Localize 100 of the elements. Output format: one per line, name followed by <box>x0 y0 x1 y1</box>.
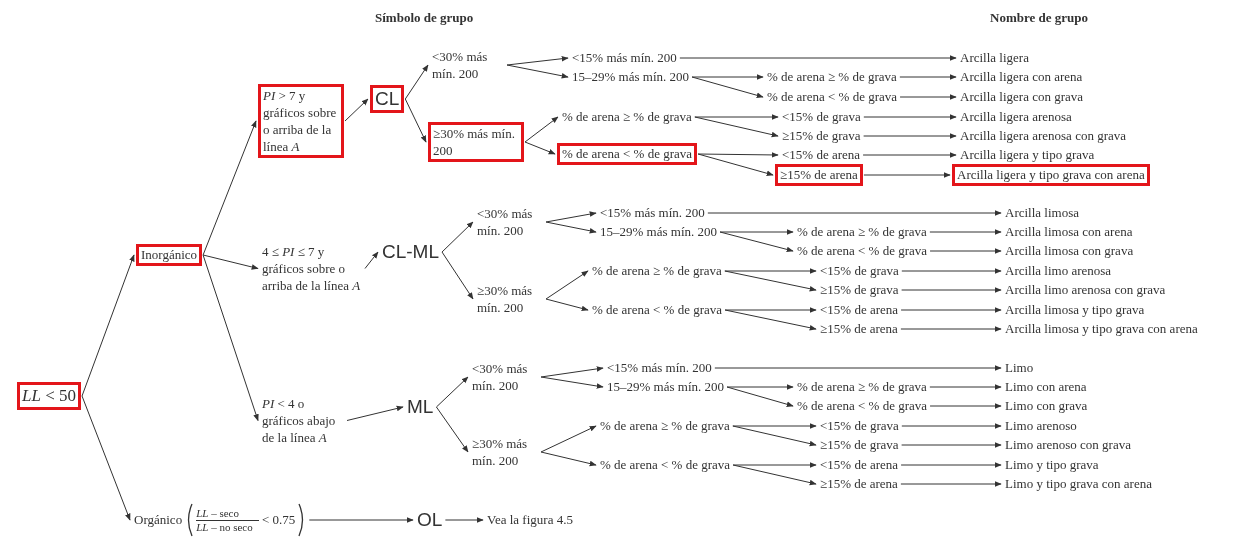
highlighted-condition-text-box: % de arena < % de grava <box>557 143 698 165</box>
arrow <box>540 366 604 378</box>
arrow <box>81 254 135 397</box>
arrow <box>863 133 957 139</box>
arrow <box>901 423 1002 429</box>
arrow <box>862 152 957 158</box>
group-name: Limo y tipo grava <box>1003 457 1101 473</box>
arrow <box>901 268 1002 274</box>
arrow <box>724 309 817 331</box>
arrow <box>308 517 414 523</box>
arrow <box>441 221 474 253</box>
arrow <box>540 451 597 467</box>
condition-text: <15% más mín. 200 <box>570 50 679 66</box>
arrow <box>929 403 1002 409</box>
arrow <box>540 376 604 389</box>
condition-text: <15% más mín. 200 <box>605 360 714 376</box>
condition-text: 15–29% más mín. 200 <box>598 224 719 240</box>
condition-text: <15% de grava <box>818 418 901 434</box>
condition-text: <30% más mín. 200 <box>475 205 545 239</box>
condition-text: <15% más mín. 200 <box>598 205 707 221</box>
group-name: Limo arenoso con grava <box>1003 437 1133 453</box>
arrow <box>863 172 951 178</box>
arrow <box>545 211 597 223</box>
condition-text: < 0.75 <box>261 512 296 528</box>
arrow <box>545 298 589 312</box>
condition-text: % de arena ≥ % de grava <box>598 418 732 434</box>
condition-text: % de arena < % de grava <box>598 457 733 473</box>
group-name: Arcilla limo arenosa con grava <box>1003 282 1168 298</box>
group-symbol: OL <box>415 509 445 531</box>
arrow <box>901 442 1002 448</box>
highlighted-condition-text-box: Inorgánico <box>136 244 203 266</box>
arrow <box>364 251 379 269</box>
group-name: Limo con arena <box>1003 379 1089 395</box>
arrow <box>863 114 957 120</box>
arrow <box>707 210 1002 216</box>
fraction-numerator: LL – seco <box>196 506 259 521</box>
condition-text: ≥15% de grava <box>818 282 901 298</box>
condition-text: <15% de grava <box>780 109 863 125</box>
arrow <box>900 307 1002 313</box>
arrow <box>899 74 957 80</box>
arrow <box>732 425 817 447</box>
group-name: Arcilla ligera con grava <box>958 89 1086 105</box>
condition-text: ≥30% más mín. 200 <box>470 435 540 469</box>
condition-text: <30% más mín. 200 <box>430 48 506 82</box>
arrow <box>679 55 957 61</box>
arrow <box>435 406 469 453</box>
condition-text: % de arena < % de grava <box>795 398 930 414</box>
group-name: Arcilla ligera <box>958 50 1031 66</box>
group-name: Arcilla limosa y tipo grava con arena <box>1003 321 1200 337</box>
arrow <box>524 141 556 155</box>
arrow <box>344 98 369 122</box>
group-name: Arcilla limosa con arena <box>1003 224 1135 240</box>
condition-text: ≥30% más mín. 200 <box>475 282 545 316</box>
arrow <box>202 254 259 422</box>
arrow <box>899 94 957 100</box>
group-name: Limo arenoso <box>1003 418 1079 434</box>
group-name: Arcilla limosa y tipo grava <box>1003 302 1147 318</box>
arrow <box>545 270 589 300</box>
group-name: Arcilla ligera y tipo grava <box>958 147 1097 163</box>
arrow <box>929 248 1002 254</box>
arrow <box>545 221 597 234</box>
group-name: Arcilla ligera arenosa <box>958 109 1074 125</box>
arrow <box>929 229 1002 235</box>
condition-text: 4 ≤ PI ≤ 7 y gráficos sobre o arriba de la línea A <box>260 243 364 294</box>
highlighted-condition-text-box: LL < 50 <box>17 382 81 410</box>
highlighted-condition-text-box: PI > 7 y gráficos sobre o arriba de la línea A <box>258 84 344 158</box>
condition-text: % de arena < % de grava <box>795 243 930 259</box>
arrow <box>900 462 1002 468</box>
arrow <box>506 64 569 79</box>
arrow <box>694 116 779 138</box>
condition-text: 15–29% más mín. 200 <box>605 379 726 395</box>
arrow <box>900 481 1002 487</box>
condition-text: % de arena < % de grava <box>765 89 900 105</box>
condition-text: PI < 4 o gráficos abajo de la línea A <box>260 395 346 446</box>
arrow <box>346 405 404 421</box>
condition-text: <15% de arena <box>818 457 901 473</box>
arrow <box>901 287 1002 293</box>
condition-text: Vea la figura 4.5 <box>485 512 575 528</box>
arrow <box>719 231 794 253</box>
arrow <box>435 376 469 408</box>
condition-text: % de arena ≥ % de grava <box>795 379 929 395</box>
arrow <box>691 76 764 98</box>
condition-text: ≥15% de arena <box>818 476 900 492</box>
group-name: Arcilla limosa con grava <box>1003 243 1136 259</box>
condition-text: ≥15% de grava <box>818 437 901 453</box>
arrow <box>714 365 1002 371</box>
highlighted-group-name-box: Arcilla ligera y tipo grava con arena <box>952 164 1150 186</box>
condition-text: ≥15% de grava <box>780 128 863 144</box>
highlighted-condition-text-box: ≥15% de arena <box>775 164 863 186</box>
arrow <box>202 120 257 256</box>
group-name: Arcilla ligera arenosa con grava <box>958 128 1129 144</box>
group-name: Arcilla limosa <box>1003 205 1081 221</box>
arrow <box>202 254 259 270</box>
arrow <box>726 386 794 407</box>
highlighted-group-symbol-box: CL <box>370 85 405 113</box>
arrow <box>697 153 774 176</box>
condition-text: <30% más mín. 200 <box>470 360 540 394</box>
condition-text: % de arena ≥ % de grava <box>765 69 899 85</box>
arrow <box>732 464 817 486</box>
arrow <box>404 64 429 100</box>
